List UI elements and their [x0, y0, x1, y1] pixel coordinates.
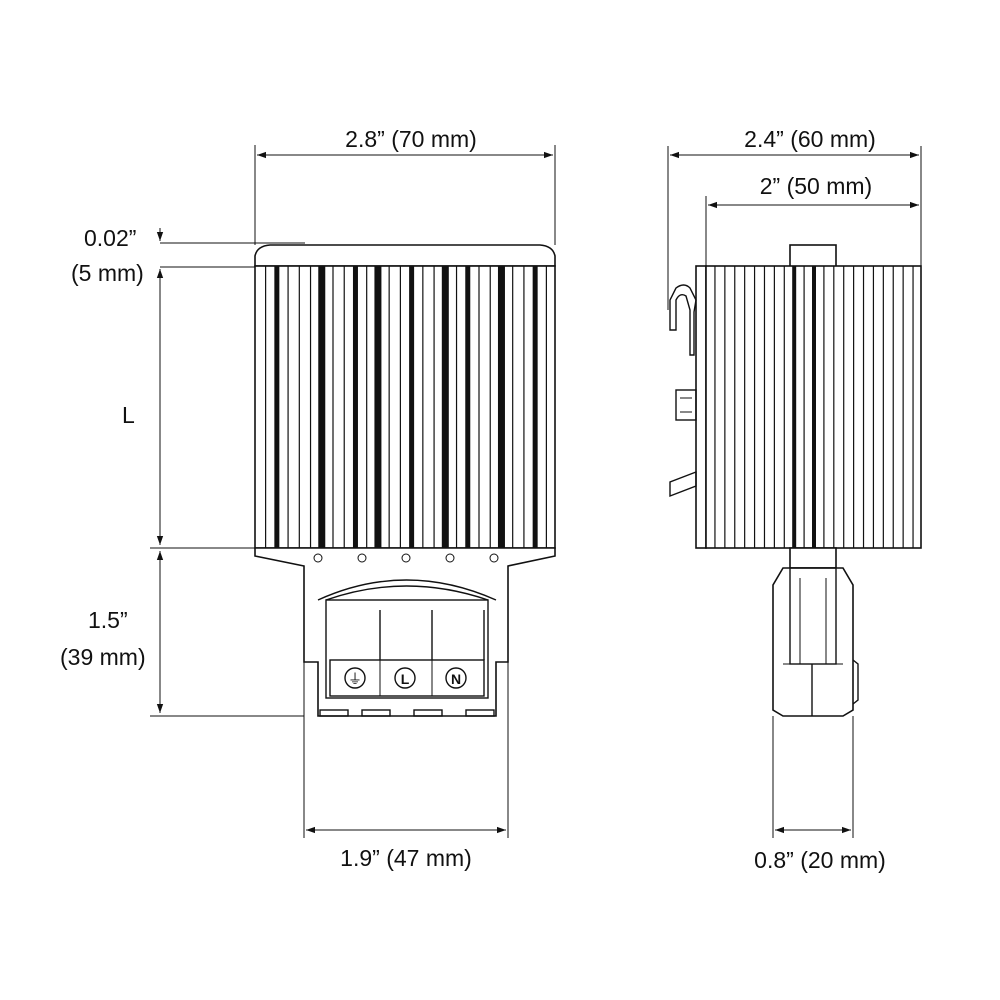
din-clip-lower: [669, 470, 697, 498]
fin: [497, 266, 505, 548]
front-top-cap: [254, 244, 556, 267]
fin: [352, 266, 358, 548]
front-width-label: 2.8” (70 mm): [345, 126, 477, 152]
length-label: L: [122, 402, 135, 428]
top-offset-mm-label: (5 mm): [71, 260, 144, 286]
fin: [374, 266, 382, 548]
side-terminal: [772, 547, 859, 717]
din-clip-middle: [675, 389, 697, 421]
svg-text:⏚: ⏚: [348, 672, 362, 688]
side-fins: [714, 266, 914, 548]
ground-terminal-icon: ⏚: [344, 667, 366, 689]
terminal-height-mm-label: (39 mm): [60, 644, 146, 670]
svg-text:N: N: [451, 671, 461, 687]
fin: [409, 266, 415, 548]
fin: [465, 266, 471, 548]
front-lower-housing: [254, 547, 556, 717]
fin: [441, 266, 449, 548]
side-top-tab: [789, 244, 837, 268]
front-fins: [265, 266, 547, 548]
fin: [792, 266, 797, 548]
terminal-block: ⏚ L N: [317, 579, 497, 717]
fin: [274, 266, 280, 548]
front-finned-body: [254, 265, 556, 549]
fin: [532, 266, 538, 548]
fin: [318, 266, 326, 548]
front-dimensions: 2.8” (70 mm) 0.02” (5 mm) L 1.5” (39 mm)…: [60, 126, 556, 871]
din-mounting-plate: [695, 265, 707, 549]
din-clip-upper: [669, 284, 697, 356]
side-view: [669, 244, 922, 717]
side-width-label: 2.4” (60 mm): [744, 126, 876, 152]
side-inner-width-label: 2” (50 mm): [760, 173, 872, 199]
front-screw-holes: [313, 553, 499, 563]
front-view: ⏚ L N: [254, 244, 556, 717]
terminal-width-label: 1.9” (47 mm): [340, 845, 472, 871]
side-terminal-width-label: 0.8” (20 mm): [754, 847, 886, 873]
top-offset-inch-label: 0.02”: [84, 225, 136, 251]
terminal-height-inch-label: 1.5”: [88, 607, 128, 633]
line-terminal-icon: L: [394, 667, 416, 689]
fin: [812, 266, 816, 548]
svg-text:L: L: [401, 671, 410, 687]
side-dimensions: 2.4” (60 mm) 2” (50 mm) 0.8” (20 mm): [667, 126, 922, 873]
neutral-terminal-icon: N: [445, 667, 467, 689]
